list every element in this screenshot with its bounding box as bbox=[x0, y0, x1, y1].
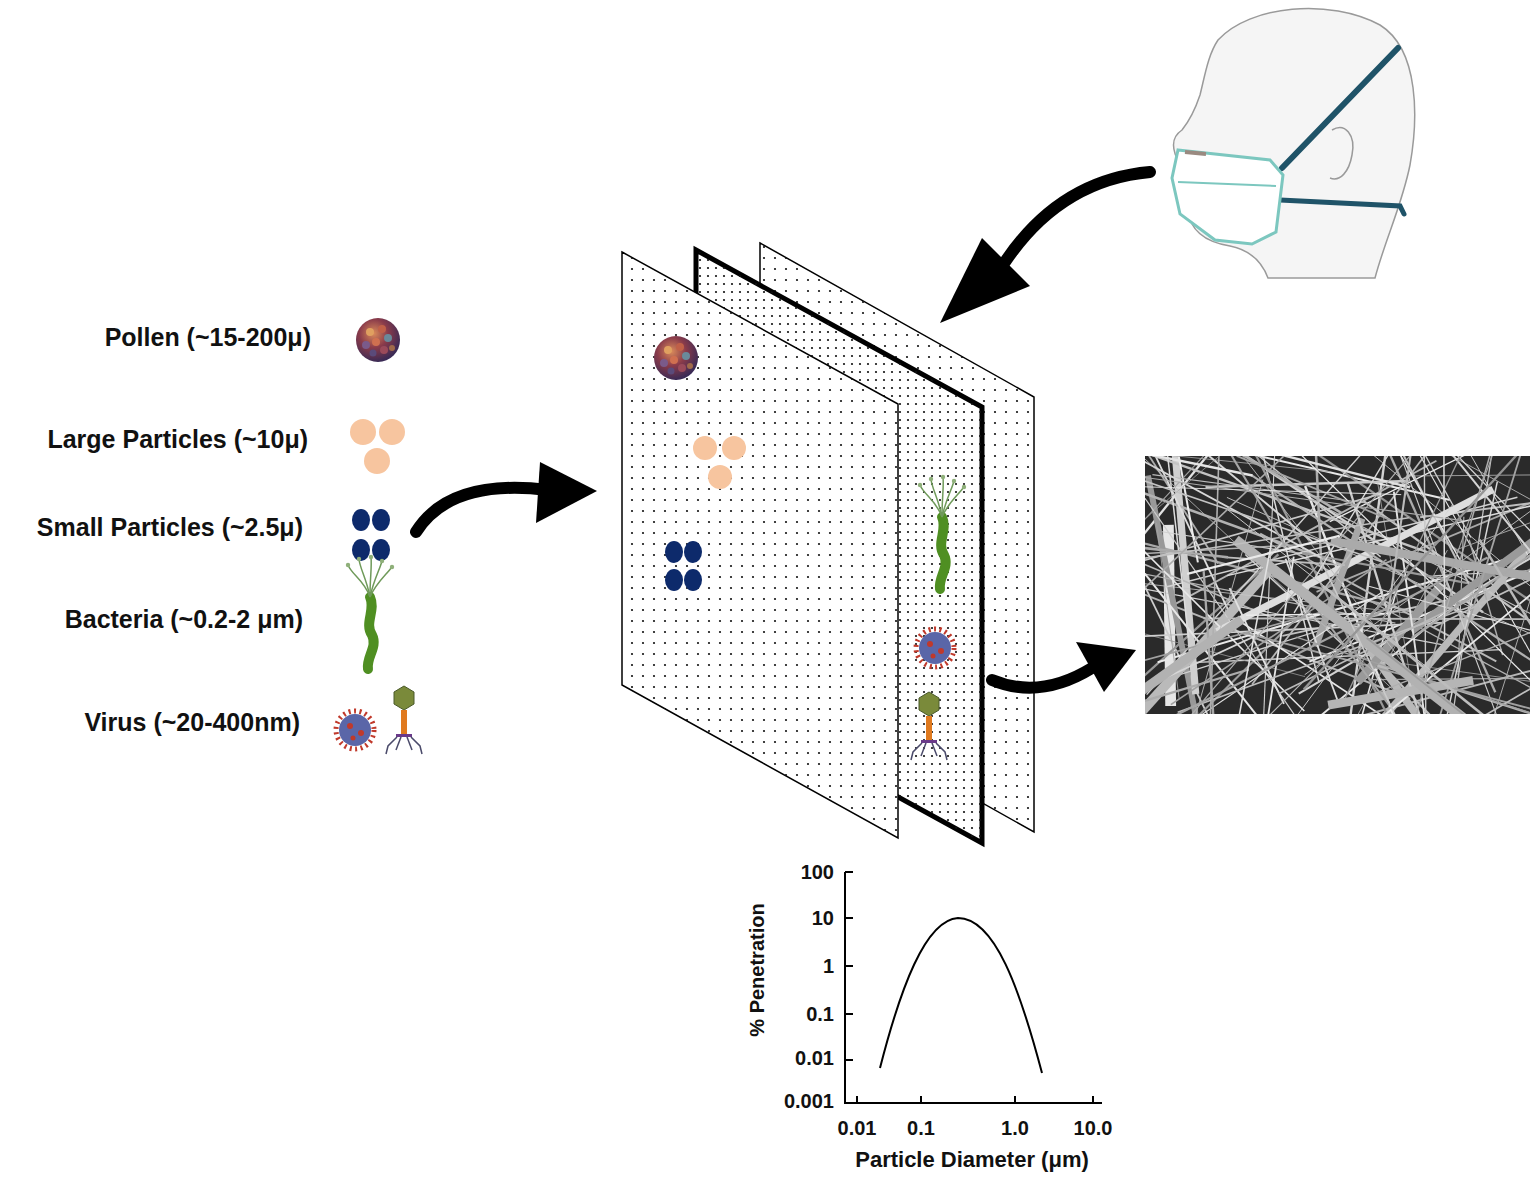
fiber bbox=[1145, 484, 1401, 494]
curved-arrow bbox=[416, 462, 597, 532]
legend-icons bbox=[336, 318, 422, 754]
axis-tick-label: 0.1 bbox=[806, 1003, 834, 1025]
fiber bbox=[1296, 637, 1530, 714]
curved-arrow bbox=[940, 172, 1150, 323]
fiber bbox=[1145, 592, 1383, 714]
particle-label: Virus (~20-400nm) bbox=[84, 709, 300, 737]
axis-tick-label: 1 bbox=[823, 955, 834, 977]
fiber bbox=[1145, 456, 1296, 714]
fiber bbox=[1237, 456, 1395, 522]
fiber bbox=[1236, 540, 1519, 714]
fiber bbox=[1234, 539, 1272, 714]
fiber bbox=[1251, 475, 1530, 673]
fiber bbox=[1168, 456, 1410, 487]
axis-tick-label: 0.01 bbox=[838, 1117, 877, 1139]
fiber bbox=[1328, 680, 1473, 705]
fiber bbox=[1443, 456, 1530, 593]
mask-wearer bbox=[1172, 9, 1415, 278]
fiber bbox=[1479, 540, 1530, 655]
sem-image bbox=[987, 296, 1534, 887]
axis-tick-label: 100 bbox=[801, 861, 834, 883]
axis-tick-label: 10.0 bbox=[1074, 1117, 1113, 1139]
curved-arrow bbox=[992, 642, 1136, 692]
fiber bbox=[1187, 536, 1339, 574]
fiber bbox=[1145, 619, 1242, 704]
axis-tick-label: 1.0 bbox=[1001, 1117, 1029, 1139]
particle-label: Small Particles (~2.5μ) bbox=[37, 514, 303, 542]
particle-label: Large Particles (~10μ) bbox=[47, 426, 308, 454]
fiber bbox=[1388, 456, 1429, 611]
fiber bbox=[1457, 497, 1530, 549]
fiber bbox=[1294, 456, 1436, 613]
fiber bbox=[1304, 456, 1530, 689]
axis-title: % Penetration bbox=[746, 903, 768, 1036]
axis-tick-label: 10 bbox=[812, 907, 834, 929]
axis-tick-label: 0.1 bbox=[907, 1117, 935, 1139]
filter-layers bbox=[622, 243, 1034, 843]
fiber bbox=[1323, 586, 1527, 714]
fiber bbox=[1443, 456, 1445, 640]
axis-tick-label: 0.01 bbox=[795, 1047, 834, 1069]
penetration-chart bbox=[845, 872, 1102, 1103]
fiber bbox=[1145, 456, 1322, 558]
axis-title: Particle Diameter (μm) bbox=[855, 1148, 1089, 1172]
fiber bbox=[1145, 471, 1382, 562]
particle-label: Pollen (~15-200μ) bbox=[105, 324, 311, 352]
fiber bbox=[1145, 456, 1253, 475]
fiber bbox=[1444, 456, 1530, 616]
particle-label: Bacteria (~0.2-2 μm) bbox=[65, 606, 303, 634]
fiber bbox=[1424, 456, 1426, 714]
fiber bbox=[1224, 456, 1285, 546]
axis-tick-label: 0.001 bbox=[784, 1090, 834, 1112]
